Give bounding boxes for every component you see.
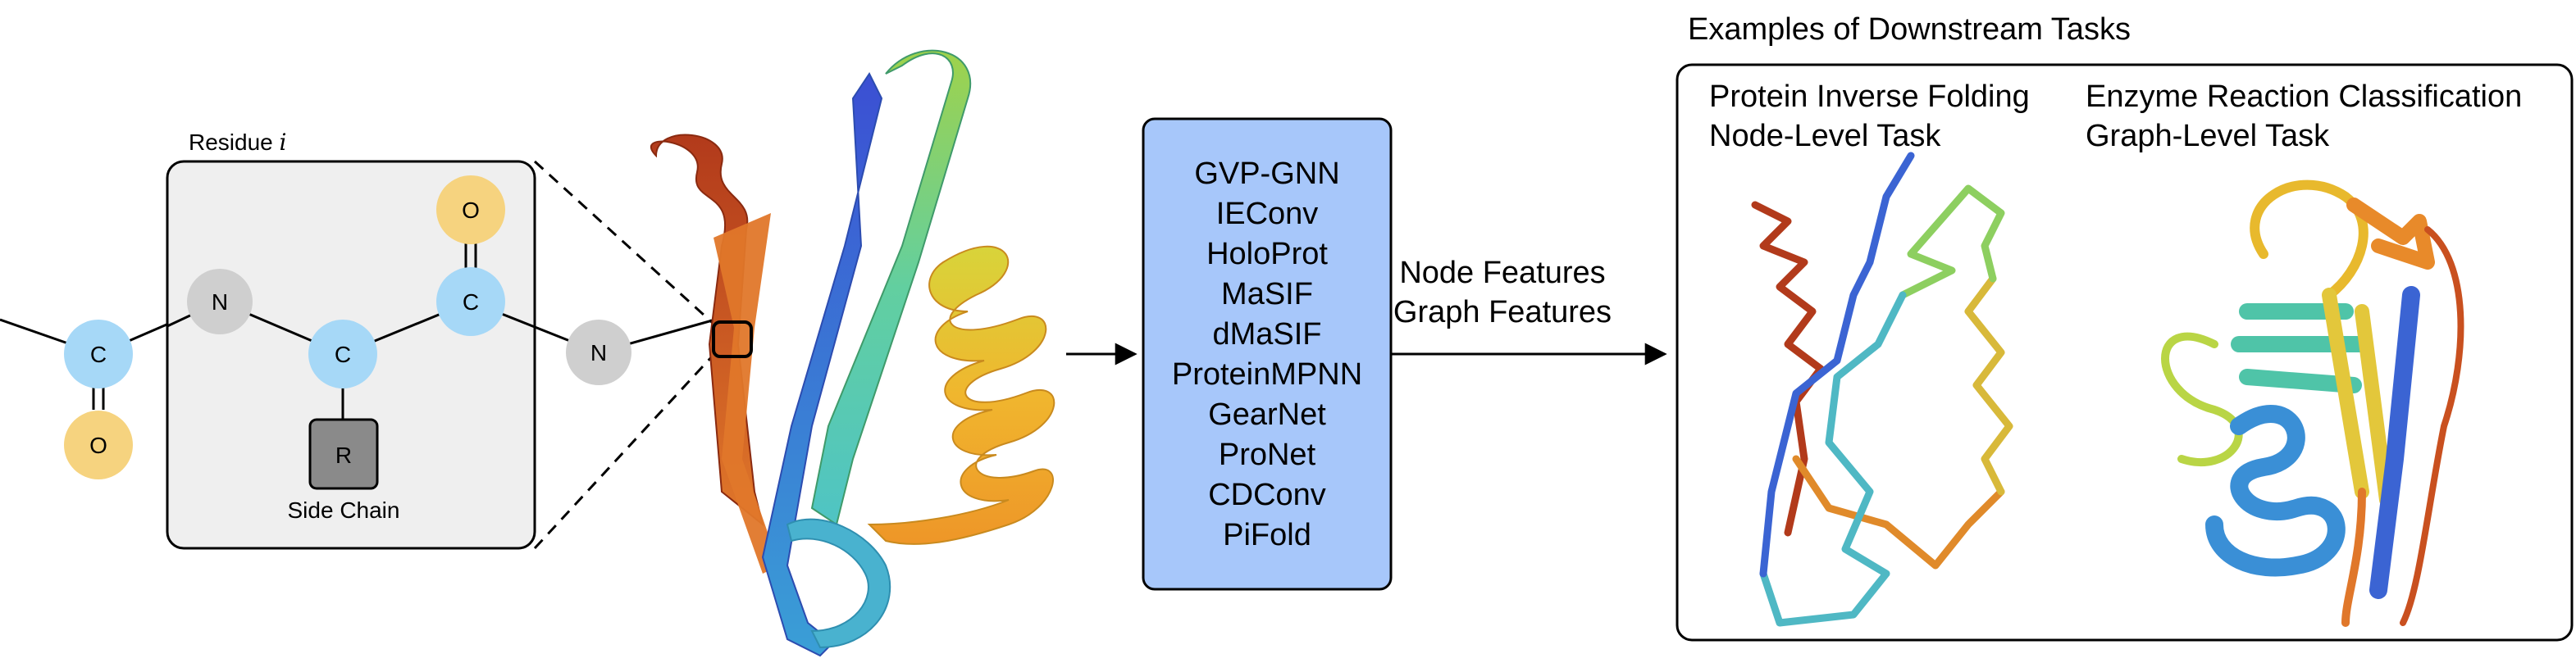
- trace-green: [1899, 184, 2005, 299]
- enzyme-classification-title: Enzyme Reaction Classification: [2086, 79, 2522, 114]
- svg-text:R: R: [335, 443, 352, 468]
- enzyme-strand-blue: [2369, 286, 2420, 599]
- enzyme-classification-subtitle: Graph-Level Task: [2086, 119, 2330, 153]
- svg-text:O: O: [89, 433, 107, 458]
- model-name: ProNet: [1219, 438, 1316, 472]
- trace-cyan: [1759, 291, 1907, 627]
- svg-text:N: N: [212, 289, 228, 315]
- enzyme-loop-red: [2400, 226, 2464, 626]
- atom-carbon-carbonyl: C: [436, 267, 505, 336]
- enzyme-sheet-yellow: [2322, 288, 2394, 507]
- model-name: GVP-GNN: [1194, 157, 1339, 191]
- model-name: GearNet: [1208, 397, 1326, 432]
- side-chain-label: Side Chain: [288, 497, 400, 523]
- model-name: PiFold: [1223, 518, 1311, 552]
- zoom-line-top: [533, 160, 715, 325]
- ribbon-strand-orange: [714, 213, 779, 574]
- enzyme-ribbon-structure: [2161, 179, 2464, 627]
- atom-carbon-alpha: C: [308, 320, 377, 388]
- inverse-folding-title: Protein Inverse Folding: [1709, 79, 2030, 114]
- enzyme-loop-orange: [2341, 488, 2366, 627]
- svg-text:C: C: [90, 342, 107, 367]
- atom-nitrogen-left: N: [187, 269, 253, 334]
- ribbon-strand-green: [810, 49, 971, 526]
- model-name: HoloProt: [1206, 237, 1328, 271]
- svg-text:C: C: [335, 342, 351, 367]
- residue-label: Residue i: [189, 129, 286, 156]
- trace-yellow: [1964, 275, 2013, 496]
- enzyme-loop-green: [2161, 332, 2243, 467]
- model-name: CDConv: [1208, 478, 1326, 512]
- residue-highlight-box: [712, 320, 753, 358]
- tasks-title: Examples of Downstream Tasks: [1688, 12, 2131, 47]
- enzyme-loop-yellow: [2250, 179, 2369, 300]
- model-name: IEConv: [1216, 197, 1319, 231]
- side-chain-r: R: [308, 418, 379, 490]
- inverse-folding-subtitle: Node-Level Task: [1709, 119, 1941, 153]
- atom-nitrogen-right: N: [566, 320, 631, 385]
- model-name: dMaSIF: [1212, 317, 1321, 352]
- ribbon-strand-blue: [761, 72, 883, 657]
- trace-red: [1751, 201, 1825, 537]
- zoom-line-bottom: [533, 353, 715, 550]
- atom-oxygen-top: O: [436, 175, 505, 244]
- model-name: MaSIF: [1221, 277, 1313, 311]
- protein-ribbon-structure: [650, 49, 1055, 657]
- node-features-label: Node Features: [1399, 256, 1605, 290]
- trace-blue: [1759, 152, 1915, 578]
- backbone-trace: [1751, 152, 2013, 627]
- atom-carbon-left: C: [64, 320, 133, 388]
- svg-text:C: C: [463, 289, 479, 315]
- atom-oxygen-left: O: [64, 411, 133, 479]
- model-name: ProteinMPNN: [1172, 357, 1362, 392]
- enzyme-helix-blue: [2205, 405, 2346, 577]
- trace-orange: [1792, 455, 2005, 570]
- ribbon-helix: [867, 245, 1055, 545]
- svg-text:N: N: [590, 340, 607, 366]
- svg-text:O: O: [462, 198, 480, 223]
- graph-features-label: Graph Features: [1393, 295, 1612, 329]
- ribbon-loop-cyan: [786, 518, 891, 649]
- enzyme-strand-orange: [2346, 198, 2435, 270]
